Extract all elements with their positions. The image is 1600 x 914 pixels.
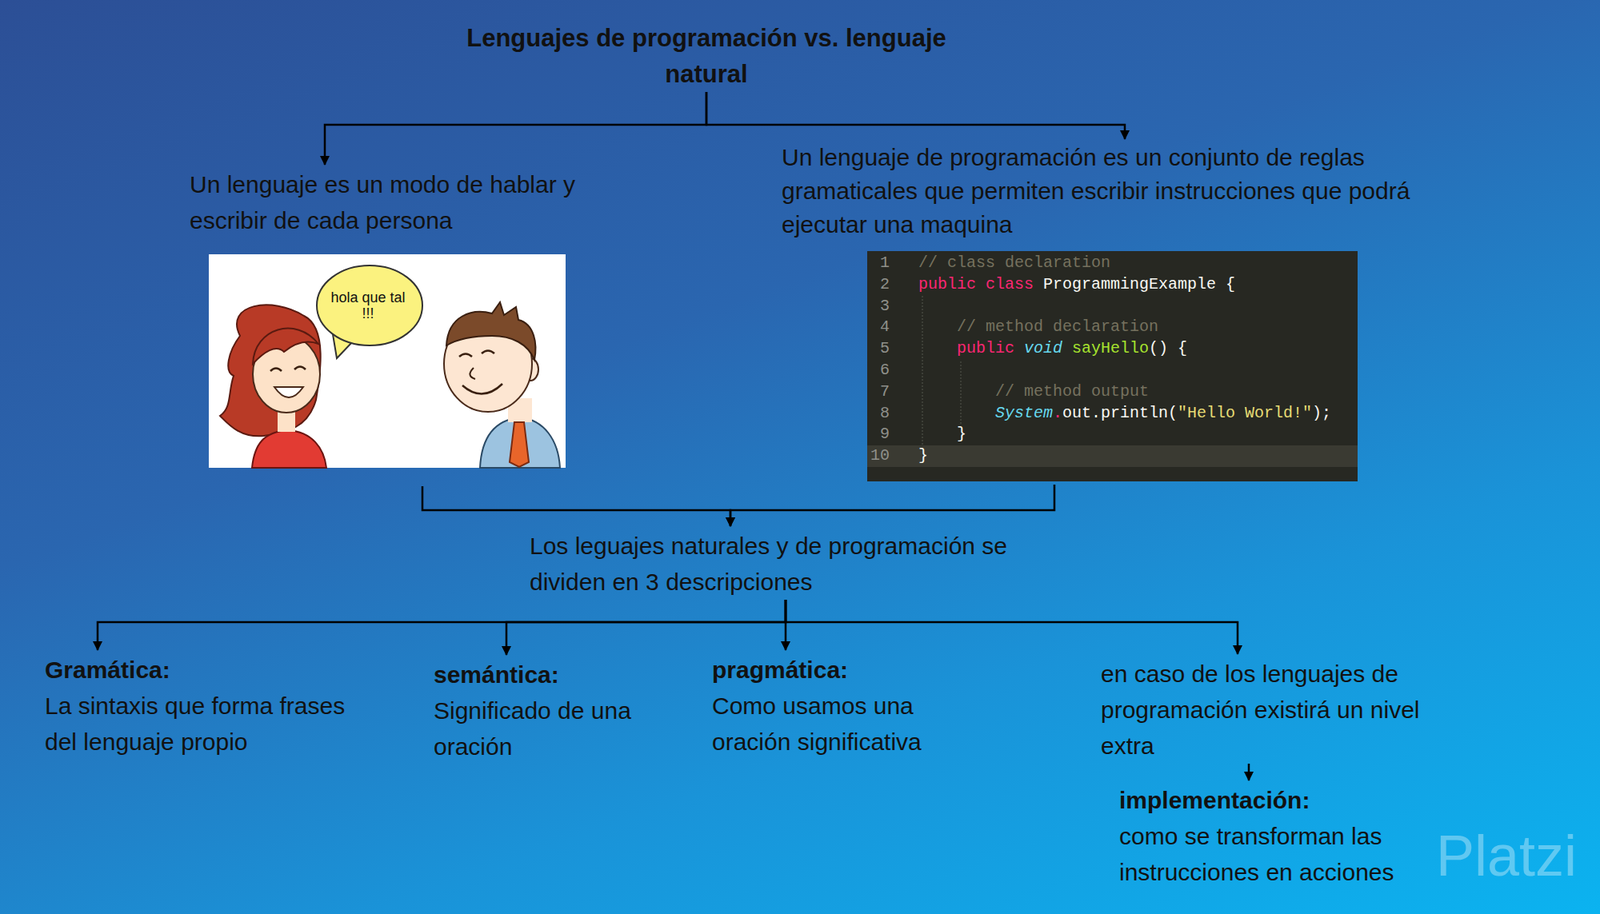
woman-mouth (274, 387, 304, 398)
code-token: // method output (995, 381, 1149, 403)
line-number: 7 (860, 381, 890, 403)
code-token: } (918, 445, 928, 467)
code-token: .println( (1091, 403, 1178, 424)
concept-box: pragmática:Como usamos una oración signi… (712, 652, 988, 760)
woman-hair (220, 304, 321, 436)
line-number: 10 (860, 445, 890, 467)
concept-box: en caso de los lenguajes de programación… (1100, 656, 1461, 764)
connector-arrow (324, 92, 707, 165)
code-token: public (918, 274, 976, 296)
concept-box: Un lenguaje es un modo de hablar y escri… (189, 166, 622, 487)
code-token: . (1052, 403, 1063, 424)
title-box: Lenguajes de programación vs. lenguaje n… (466, 20, 947, 92)
code-token: public (956, 338, 1015, 360)
code-token: System (995, 403, 1053, 424)
line-number: 6 (860, 360, 890, 381)
speech-text: hola que tal !!! (329, 289, 407, 322)
code-token: // method declaration (956, 316, 1159, 338)
connector-arrow (97, 600, 786, 651)
current-line-strip (867, 445, 1358, 468)
concept-heading: pragmática: (712, 652, 988, 688)
connector-arrow (730, 484, 1055, 527)
concept-heading: Lenguajes de programación vs. lenguaje n… (466, 20, 947, 92)
watermark: Platzi (1436, 824, 1577, 888)
code-token: ProgrammingExample (1043, 274, 1216, 296)
man-smile (462, 384, 503, 395)
cartoon-illustration (208, 254, 566, 468)
line-number: 2 (860, 274, 890, 296)
connector-arrow (422, 486, 731, 527)
code-token: out (1062, 403, 1092, 424)
concept-text: Un lenguaje es un modo de hablar y escri… (189, 166, 622, 239)
connector-arrow (706, 92, 1125, 140)
woman-eye (270, 368, 282, 372)
concept-heading: implementación: (1119, 782, 1440, 819)
concept-text: en caso de los lenguajes de programación… (1100, 656, 1461, 764)
concept-box: semántica:Significado de una oración (433, 656, 634, 765)
man-hair (446, 302, 536, 360)
line-number: 8 (860, 403, 890, 424)
concept-text: como se transforman las instrucciones en… (1119, 818, 1440, 891)
indent-guide (960, 361, 962, 424)
speech-bubble (316, 265, 423, 346)
man-eye (481, 351, 495, 355)
concept-text: Significado de una oración (433, 692, 634, 765)
code-token: void (1024, 338, 1063, 360)
code-token: // class declaration (918, 252, 1111, 274)
code-panel (867, 251, 1358, 482)
code-token: () { (1148, 338, 1188, 360)
connector-arrow (1248, 764, 1251, 781)
code-screenshot (867, 251, 1358, 482)
woman-bangs (252, 328, 319, 364)
woman-eye (294, 367, 306, 371)
code-token: { (1225, 274, 1236, 296)
concept-text: La sintaxis que forma frases del lenguaj… (44, 688, 381, 760)
man-eye (459, 354, 472, 358)
man-tie (509, 422, 529, 468)
line-number: 4 (860, 316, 890, 338)
line-number: 3 (860, 296, 890, 317)
concept-text: Un lenguaje de programación es un conjun… (781, 140, 1486, 242)
code-token: ); (1312, 403, 1332, 424)
line-number: 9 (860, 424, 890, 445)
line-number: 5 (860, 338, 890, 360)
code-token: "Hello World!" (1177, 403, 1312, 424)
code-token: sayHello (1072, 338, 1149, 360)
concept-box: Gramática:La sintaxis que forma frases d… (44, 652, 381, 760)
woman-shirt (252, 430, 327, 468)
concept-text: Como usamos una oración significativa (712, 688, 988, 760)
concept-box: Los leguajes naturales y de programación… (529, 528, 1090, 600)
concept-heading: semántica: (433, 656, 634, 693)
connector-arrow (785, 600, 1238, 655)
indent-guide (922, 296, 924, 445)
connector-arrow (506, 600, 786, 656)
code-token: class (985, 274, 1034, 296)
code-token: } (956, 424, 967, 445)
man-nose (469, 368, 476, 380)
man-shirt (480, 417, 560, 468)
line-number: 1 (860, 252, 890, 274)
concept-text: Los leguajes naturales y de programación… (529, 528, 1090, 600)
picture-frame (208, 254, 566, 468)
concept-heading: Gramática: (44, 652, 381, 688)
concept-box: implementación:como se transforman las i… (1119, 782, 1440, 891)
